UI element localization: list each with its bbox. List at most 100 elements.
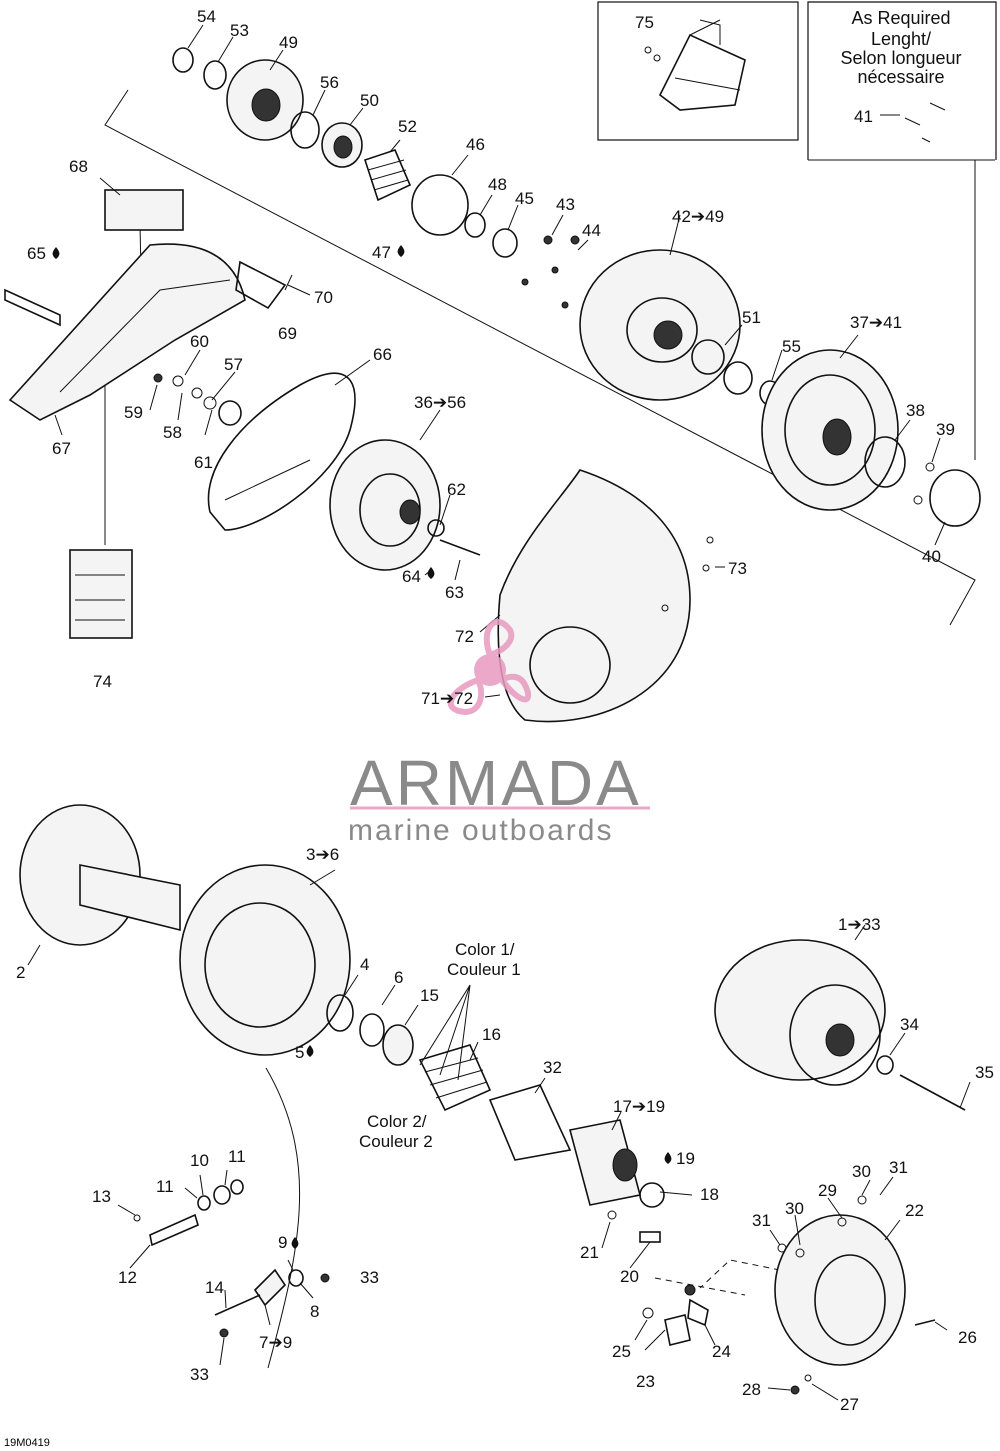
label-58: 58: [163, 423, 182, 442]
part-labels: 54 53 49 56 50 52 46 48 45 43 44 47 42➔4…: [16, 7, 994, 1414]
label-32: 32: [543, 1058, 562, 1077]
label-56: 56: [320, 73, 339, 92]
label-33a: 33: [360, 1268, 379, 1287]
oil-drop-icon: [397, 245, 405, 257]
label-35: 35: [975, 1063, 994, 1082]
label-51: 51: [742, 308, 761, 327]
label-42-49: 42➔49: [672, 207, 724, 226]
label-20: 20: [620, 1267, 639, 1286]
figure-code: 19M0419: [4, 1437, 50, 1449]
label-39: 39: [936, 420, 955, 439]
label-3-6: 3➔6: [306, 845, 339, 864]
label-66: 66: [373, 345, 392, 364]
label-31a: 31: [889, 1158, 908, 1177]
label-15: 15: [420, 986, 439, 1005]
label-13: 13: [92, 1187, 111, 1206]
label-26: 26: [958, 1328, 977, 1347]
watermark-tagline: marine outboards: [348, 814, 613, 847]
label-65: 65: [27, 244, 46, 263]
inset-box-75: [597, 1, 799, 141]
label-72: 72: [455, 627, 474, 646]
as-required-line-3: Selon longueur: [840, 48, 961, 68]
color2-line1: Color 2/: [367, 1112, 427, 1131]
label-48: 48: [488, 175, 507, 194]
label-29: 29: [818, 1181, 837, 1200]
label-43: 43: [556, 195, 575, 214]
label-27: 27: [840, 1395, 859, 1414]
label-62: 62: [447, 480, 466, 499]
label-41: 41: [854, 107, 873, 126]
label-47: 47: [372, 243, 391, 262]
label-49: 49: [279, 33, 298, 52]
label-34: 34: [900, 1015, 919, 1034]
label-61: 61: [194, 453, 213, 472]
label-4: 4: [360, 955, 369, 974]
label-67: 67: [52, 439, 71, 458]
oil-drop-icon: [427, 567, 435, 579]
oil-drop-icon: [306, 1045, 314, 1057]
label-8: 8: [310, 1302, 319, 1321]
watermark-logo: [350, 619, 650, 810]
oil-drop-icon: [664, 1152, 672, 1164]
label-38: 38: [906, 401, 925, 420]
label-16: 16: [482, 1025, 501, 1044]
label-30a: 30: [852, 1162, 871, 1181]
label-71-72: 71➔72: [421, 689, 473, 708]
label-63: 63: [445, 583, 464, 602]
label-37-41: 37➔41: [850, 313, 902, 332]
label-23: 23: [636, 1372, 655, 1391]
oil-drop-icon: [52, 247, 60, 259]
label-52: 52: [398, 117, 417, 136]
label-30b: 30: [785, 1199, 804, 1218]
label-24: 24: [712, 1342, 731, 1361]
oil-drop-icon: [291, 1237, 299, 1249]
label-11a: 11: [228, 1147, 246, 1166]
label-22: 22: [905, 1201, 924, 1220]
label-11b: 11: [156, 1177, 174, 1196]
color2-line2: Couleur 2: [359, 1132, 433, 1151]
label-33b: 33: [190, 1365, 209, 1384]
label-55: 55: [782, 337, 801, 356]
label-73: 73: [728, 559, 747, 578]
guide-lines: [104, 89, 995, 1369]
label-2: 2: [16, 963, 25, 982]
label-31b: 31: [752, 1211, 771, 1230]
label-7-9: 7➔9: [259, 1333, 292, 1352]
label-40: 40: [922, 547, 941, 566]
label-36-56: 36➔56: [414, 393, 466, 412]
label-59: 59: [124, 403, 143, 422]
label-6: 6: [394, 968, 403, 987]
label-9: 9: [278, 1233, 287, 1252]
label-25: 25: [612, 1342, 631, 1361]
upper-parts: [4, 47, 981, 723]
inset-box-41: [807, 1, 997, 160]
lower-parts: [19, 245, 966, 1395]
color1-line1: Color 1/: [455, 940, 515, 959]
label-69: 69: [278, 324, 297, 343]
color1-line2: Couleur 1: [447, 960, 521, 979]
watermark-brand: ARMADA: [350, 747, 642, 819]
as-required-line-1: As Required: [851, 8, 950, 28]
label-17-19: 17➔19: [613, 1097, 665, 1116]
label-14: 14: [205, 1278, 224, 1297]
label-50: 50: [360, 91, 379, 110]
label-57: 57: [224, 355, 243, 374]
label-10: 10: [190, 1151, 209, 1170]
as-required-line-4: nécessaire: [857, 67, 944, 87]
label-70: 70: [314, 288, 333, 307]
label-74: 74: [93, 672, 112, 691]
label-45: 45: [515, 189, 534, 208]
label-68: 68: [69, 157, 88, 176]
as-required-line-2: Lenght/: [871, 29, 931, 49]
label-5: 5: [295, 1043, 304, 1062]
label-28: 28: [742, 1380, 761, 1399]
label-19: 19: [676, 1149, 695, 1168]
label-21: 21: [580, 1243, 599, 1262]
label-75: 75: [635, 13, 654, 32]
label-1-33: 1➔33: [838, 915, 881, 934]
label-44: 44: [582, 221, 601, 240]
label-64: 64: [402, 567, 421, 586]
label-53: 53: [230, 21, 249, 40]
label-60: 60: [190, 332, 209, 351]
